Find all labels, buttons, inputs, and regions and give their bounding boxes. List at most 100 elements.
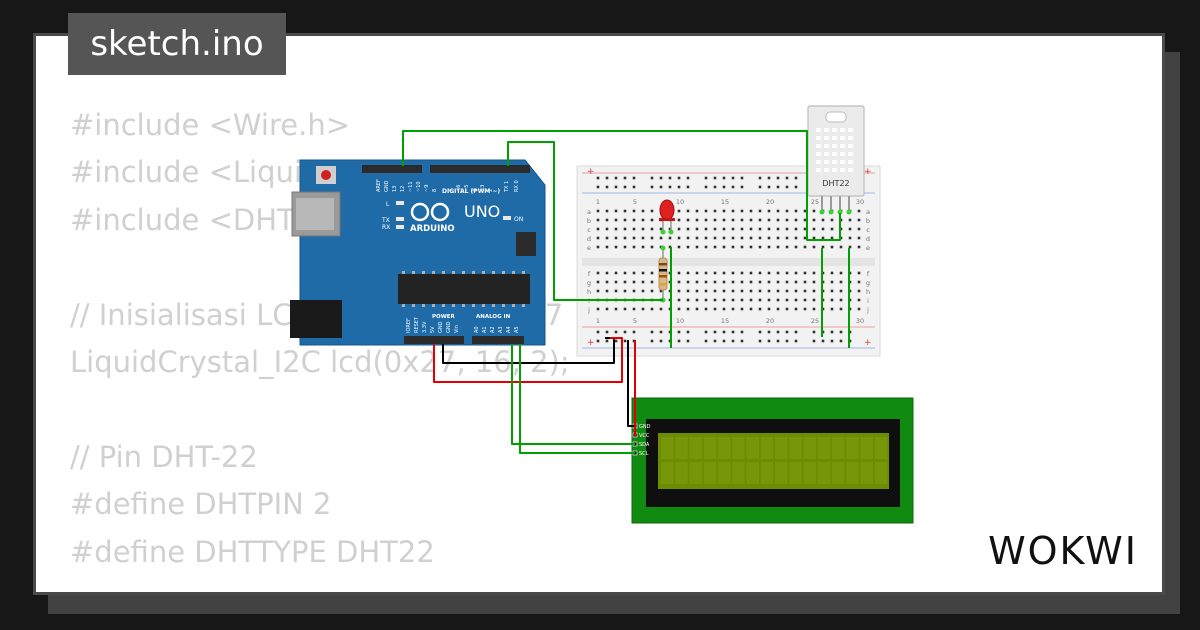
pin-label: 8 (432, 189, 438, 192)
row-letter: i (867, 297, 869, 305)
wire-green-dht-data[interactable] (402, 130, 841, 241)
pin-label: ~9 (424, 185, 430, 192)
rail-plus-label: + (587, 167, 595, 177)
column-number: 15 (721, 317, 729, 325)
code-line: #include <Wire.h> (70, 108, 351, 142)
pin-label: A0 (474, 326, 480, 333)
row-letter: e (587, 244, 591, 252)
column-number: 15 (721, 198, 729, 206)
on-led-icon (503, 216, 511, 220)
wire-red-5v[interactable] (433, 337, 623, 383)
lcd-pin-label: VCC (639, 433, 650, 439)
row-letter: c (587, 226, 591, 234)
pin-label: A1 (482, 326, 488, 333)
wire-black-lcd-gnd[interactable] (627, 340, 635, 427)
pin-label: ~11 (408, 181, 414, 192)
column-number: 25 (811, 198, 819, 206)
row-letter: b (866, 217, 870, 225)
header-top-left (362, 165, 422, 173)
rail-plus-label: + (864, 338, 872, 348)
wire-red-lcd-vcc[interactable] (634, 340, 637, 436)
rx-label: RX (382, 224, 390, 231)
column-number: 1 (596, 317, 600, 325)
row-letter: c (866, 226, 870, 234)
breadboard: + + + + 1 5 10 15 20 25 30 1 5 10 15 20 … (576, 165, 881, 357)
header-top-right (430, 165, 530, 173)
column-number: 20 (766, 198, 774, 206)
led-icon[interactable] (659, 199, 675, 235)
column-number: 10 (676, 317, 684, 325)
pin-label: 13 (392, 186, 398, 192)
analog-label: ANALOG IN (476, 314, 511, 320)
row-letter: h (587, 288, 591, 296)
power-jack (290, 300, 342, 338)
row-letter: e (866, 244, 870, 252)
pin-label: ~3 (480, 185, 486, 192)
row-letter: j (587, 306, 590, 314)
pin-label: Vin (454, 325, 460, 333)
reset-button-icon[interactable] (321, 170, 331, 180)
lcd-pin-label: GND (639, 424, 651, 430)
row-letter: f (867, 270, 870, 278)
pin-label: ~6 (456, 185, 462, 192)
wire-green-sda[interactable] (511, 344, 635, 445)
column-number: 25 (811, 317, 819, 325)
pin-label: A2 (490, 326, 496, 333)
wires (402, 130, 850, 454)
pin-label: 7 (448, 189, 454, 192)
dht-vent-grid (816, 128, 853, 172)
board-brand-label: ARDUINO (410, 224, 455, 234)
infinity-logo-icon (410, 202, 450, 222)
column-number: 30 (856, 317, 864, 325)
pin-label: 4 (472, 189, 478, 192)
row-letter: d (587, 235, 591, 243)
header-power (404, 336, 464, 344)
pin-label: GND (384, 180, 390, 192)
pin-label: A3 (498, 326, 504, 333)
resistor-icon[interactable] (658, 245, 668, 303)
pin-label: GND (446, 321, 452, 333)
lcd-pin-label: SCL (639, 451, 649, 457)
arduino-uno-board[interactable]: AREF GND 13 12 ~11 ~10 ~9 8 7 ~6 ~5 4 ~3… (290, 159, 546, 346)
pin-label: RX 0 (514, 180, 520, 192)
column-number: 10 (676, 198, 684, 206)
digital-label: DIGITAL (PWM ~) (442, 188, 500, 195)
wire-green-scl[interactable] (519, 344, 635, 454)
code-line: // Pin DHT-22 (70, 439, 258, 474)
column-number: 5 (633, 317, 637, 325)
row-letter: a (587, 208, 591, 216)
row-letter: g (587, 279, 591, 287)
wokwi-logo-text: WOKWI (988, 529, 1138, 573)
row-letter: f (588, 270, 591, 278)
icsp-header (516, 232, 536, 256)
lcd-1602-display[interactable]: GND VCC SDA SCL (631, 397, 914, 524)
pin-label: IOREF (406, 318, 412, 333)
board-model-label: UNO (464, 202, 500, 221)
pin-label: TX 1 (504, 181, 510, 193)
column-number: 30 (856, 198, 864, 206)
wire-green-led[interactable] (507, 141, 663, 301)
pin-label: AREF (376, 179, 382, 192)
l-led-icon (396, 201, 404, 205)
wokwi-logo: WOKWI (988, 529, 1138, 573)
column-number: 1 (596, 198, 600, 206)
pin-label: 3.3V (422, 321, 428, 333)
column-number: 20 (766, 317, 774, 325)
row-letter: j (866, 306, 869, 314)
row-letter: h (866, 288, 870, 296)
row-letter: d (866, 235, 870, 243)
pin-label: GND (438, 321, 444, 333)
row-letter: g (866, 279, 870, 287)
pin-label: ~10 (416, 181, 422, 192)
sketch-filename-tab[interactable]: sketch.ino (68, 13, 286, 75)
pin-label: RESET (414, 316, 420, 333)
rail-plus-label: + (587, 338, 595, 348)
power-label: POWER (432, 314, 456, 320)
row-letter: a (866, 208, 870, 216)
lcd-character-cells (661, 437, 888, 484)
pin-label: ~5 (464, 185, 470, 192)
header-analog (472, 336, 524, 344)
row-letter: b (587, 217, 591, 225)
pin-label: A5 (514, 326, 520, 333)
